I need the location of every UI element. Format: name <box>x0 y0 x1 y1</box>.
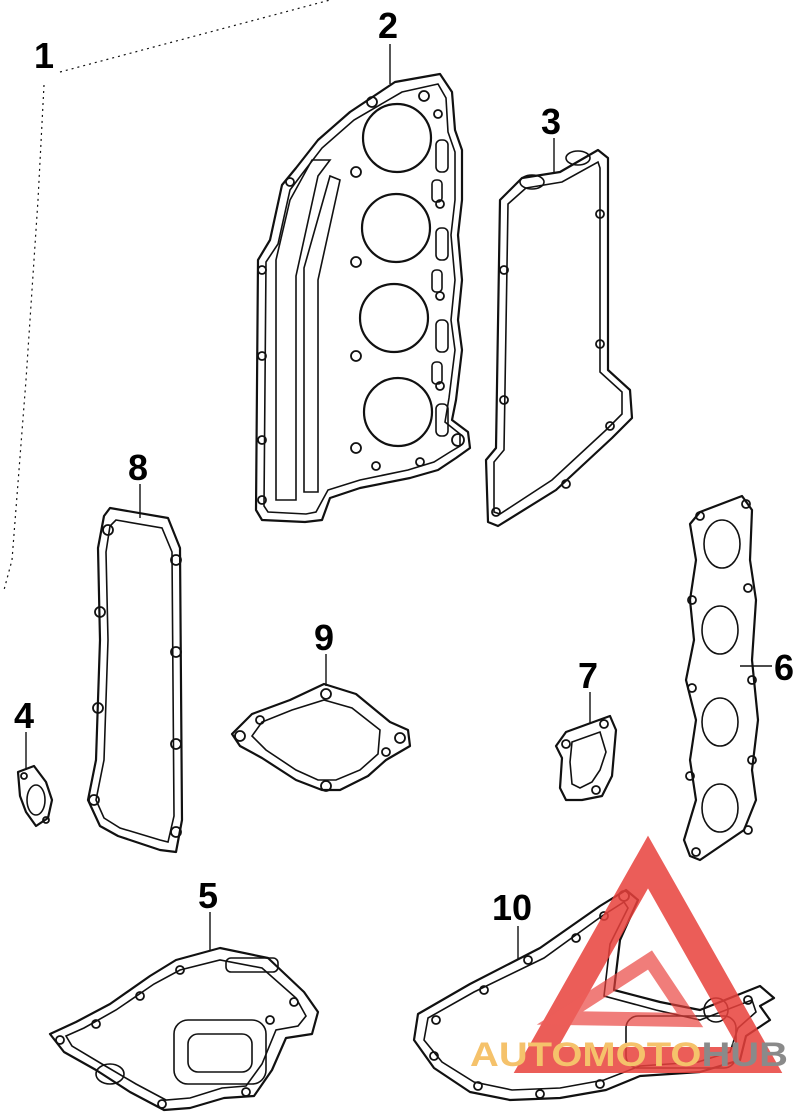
callout-10: 10 <box>492 887 532 928</box>
watermark-logo <box>513 835 783 1073</box>
part-3-exhaust-cover-gasket <box>484 138 634 528</box>
part-7-small-gasket <box>554 692 618 802</box>
part-8-side-cover-gasket <box>86 484 184 854</box>
callout-labels: 1 2 3 4 5 6 7 8 9 10 <box>14 5 794 928</box>
watermark-inner-mark <box>536 950 704 1028</box>
watermark-word-automoto: AUTOMOTO <box>470 1036 701 1074</box>
part-9-square-gasket <box>230 654 412 792</box>
part-6-intake-gasket <box>682 494 772 862</box>
callout-9: 9 <box>314 617 334 658</box>
callout-3: 3 <box>541 101 561 142</box>
watermark-triangle-icon <box>513 835 783 1073</box>
callout-1: 1 <box>34 35 54 76</box>
part-4-flange-gasket <box>16 732 54 828</box>
watermark-word-hub: HUB <box>701 1036 788 1074</box>
callout-5: 5 <box>198 875 218 916</box>
callout-2: 2 <box>378 5 398 46</box>
callout-4: 4 <box>14 695 34 736</box>
callout-7: 7 <box>578 655 598 696</box>
part-5-lower-case-gasket <box>48 912 320 1112</box>
part-2-head-gasket <box>254 44 472 524</box>
callout-8: 8 <box>128 447 148 488</box>
callout-6: 6 <box>774 647 794 688</box>
part-1-kit-bracket <box>3 0 331 591</box>
